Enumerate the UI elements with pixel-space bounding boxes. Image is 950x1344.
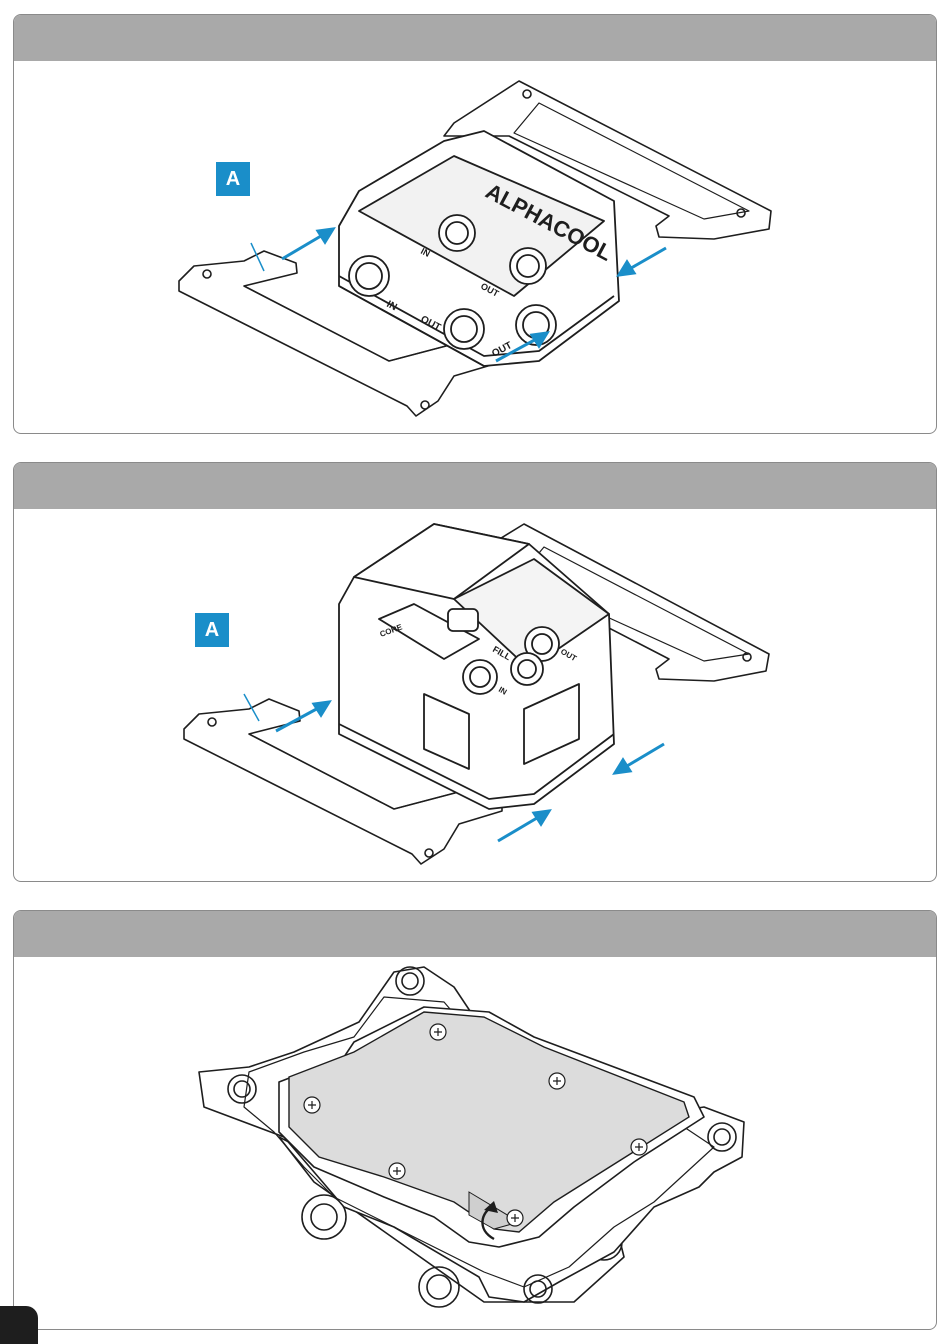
step-3-illustration [14,957,936,1329]
step-2-illustration: CORE FILL IN OUT A [14,509,936,881]
callout-a: A [195,613,229,647]
callout-leader-line [244,694,259,721]
step-3-panel [13,910,937,1330]
step-3-header [14,911,936,957]
step-1-header [14,15,936,61]
page-corner-tab [0,1306,38,1344]
step-2-drawing: CORE FILL IN OUT [14,509,936,881]
step-1-drawing: ALPHACOOL IN OUT IN OUT OUT [14,61,936,433]
step-3-drawing [14,957,936,1329]
callout-a: A [216,162,250,196]
step-2-header [14,463,936,509]
step-1-illustration: ALPHACOOL IN OUT IN OUT OUT A [14,61,936,433]
pump-reservoir-block [339,524,614,809]
step-1-panel: ALPHACOOL IN OUT IN OUT OUT A [13,14,937,434]
step-2-panel: CORE FILL IN OUT A [13,462,937,882]
